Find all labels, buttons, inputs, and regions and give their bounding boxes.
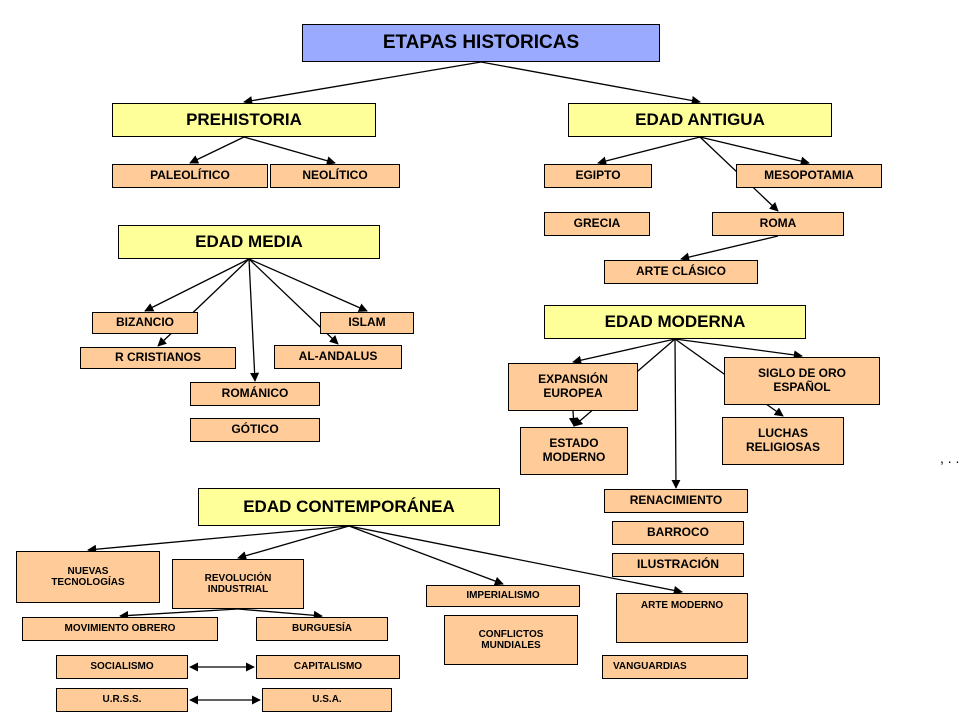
urss-node: U.R.S.S.: [56, 688, 188, 712]
edge-edad_moderna-expansion: [572, 338, 676, 365]
vanguardias-node: VANGUARDIAS: [602, 655, 748, 679]
movimiento-obrero-node: MOVIMIENTO OBRERO: [22, 617, 218, 641]
arte-moderno-node: ARTE MODERNO: [616, 593, 748, 643]
r-cristianos-node: R CRISTIANOS: [80, 347, 236, 369]
islam-node: ISLAM: [320, 312, 414, 334]
nuevas-tecnologias-node: NUEVAS TECNOLOGÍAS: [16, 551, 160, 603]
luchas-religiosas-node: LUCHAS RELIGIOSAS: [722, 417, 844, 465]
capitalismo-node: CAPITALISMO: [256, 655, 400, 679]
bizancio-node: BIZANCIO: [92, 312, 198, 334]
edge-edad_moderna-renacimiento: [671, 338, 681, 489]
edad-moderna-node: EDAD MODERNA: [544, 305, 806, 339]
mesopotamia-node: MESOPOTAMIA: [736, 164, 882, 188]
edad-antigua-node: EDAD ANTIGUA: [568, 103, 832, 137]
edge-prehistoria-paleolitico: [189, 136, 245, 164]
al-andalus-node: AL-ANDALUS: [274, 345, 402, 369]
ilustracion-node: ILUSTRACIÓN: [612, 553, 744, 577]
prehistoria-node: PREHISTORIA: [112, 103, 376, 137]
edge-title-prehistoria: [243, 61, 482, 106]
edge-revolucion-movimiento_obrero: [119, 608, 239, 621]
stray-punctuation: , . .: [940, 450, 960, 466]
edge-edad_contemporanea-nuevas_tec: [87, 525, 350, 554]
edge-edad_moderna-siglo_oro: [674, 338, 803, 360]
edad-media-node: EDAD MEDIA: [118, 225, 380, 259]
edad-contemporanea-node: EDAD CONTEMPORÁNEA: [198, 488, 500, 526]
edge-edad_media-bizancio: [144, 258, 250, 312]
revolucion-industrial-node: REVOLUCIÓN INDUSTRIAL: [172, 559, 304, 609]
gotico-node: GÓTICO: [190, 418, 320, 442]
romanico-node: ROMÁNICO: [190, 382, 320, 406]
usa-node: U.S.A.: [262, 688, 392, 712]
edge-edad_contemporanea-imperialismo: [348, 525, 504, 586]
edge-edad_antigua-mesopotamia: [699, 136, 810, 166]
edge-expansion-estado_moderno: [568, 410, 578, 427]
expansion-europea-node: EXPANSIÓN EUROPEA: [508, 363, 638, 411]
neolitico-node: NEOLÍTICO: [270, 164, 400, 188]
roma-node: ROMA: [712, 212, 844, 236]
estado-moderno-node: ESTADO MODERNO: [520, 427, 628, 475]
conflictos-mundiales-node: CONFLICTOS MUNDIALES: [444, 615, 578, 665]
edge-prehistoria-neolitico: [243, 136, 336, 166]
burguesia-node: BURGUESÍA: [256, 617, 388, 641]
siglo-de-oro-node: SIGLO DE ORO ESPAÑOL: [724, 357, 880, 405]
edge-title-edad_antigua: [480, 61, 701, 106]
paleolitico-node: PALEOLÍTICO: [112, 164, 268, 188]
edge-edad_contemporanea-revolucion: [237, 525, 350, 561]
arte-clasico-node: ARTE CLÁSICO: [604, 260, 758, 284]
grecia-node: GRECIA: [544, 212, 650, 236]
edge-edad_media-romanico: [248, 258, 260, 382]
edge-revolucion-burguesia: [237, 608, 323, 620]
edge-roma-arte_clasico: [680, 235, 779, 262]
imperialismo-node: IMPERIALISMO: [426, 585, 580, 607]
socialismo-node: SOCIALISMO: [56, 655, 188, 679]
renacimiento-node: RENACIMIENTO: [604, 489, 748, 513]
edge-edad_media-islam: [248, 258, 368, 312]
edge-edad_contemporanea-arte_moderno: [348, 525, 683, 595]
title-node: ETAPAS HISTORICAS: [302, 24, 660, 62]
barroco-node: BARROCO: [612, 521, 744, 545]
egipto-node: EGIPTO: [544, 164, 652, 188]
edge-edad_antigua-egipto: [597, 136, 701, 166]
